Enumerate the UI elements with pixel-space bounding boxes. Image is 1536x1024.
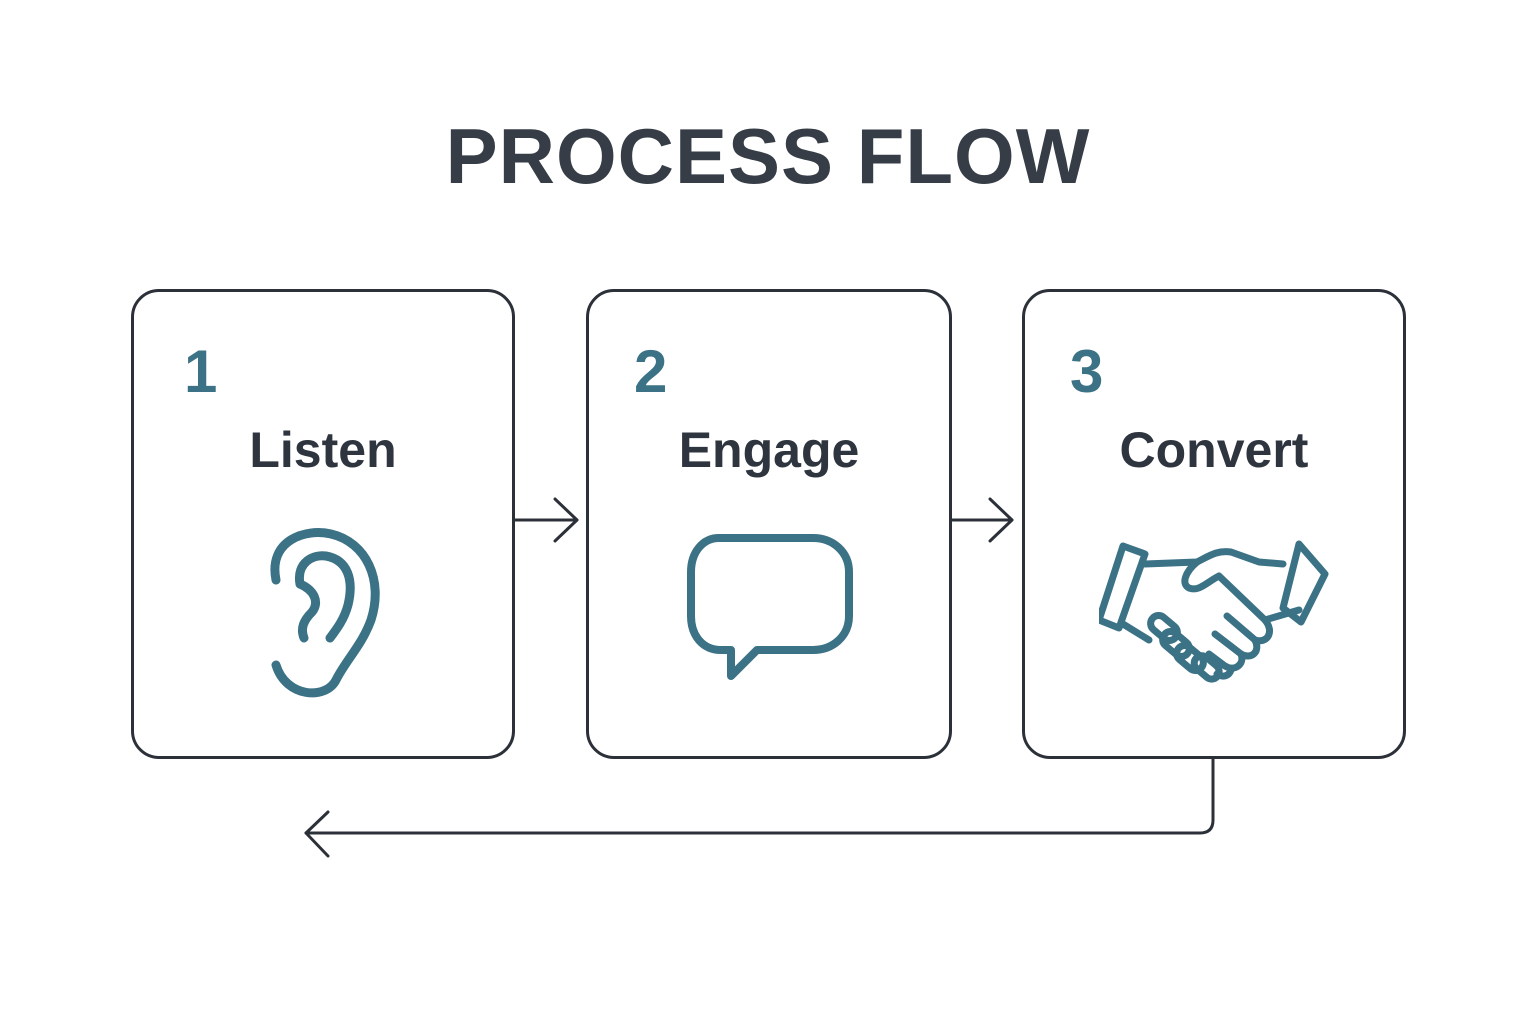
- step-label: Engage: [678, 422, 860, 478]
- speech-bubble-icon: [687, 534, 853, 680]
- arrow-step1-to-step2: [513, 497, 579, 543]
- step-card-listen: 1 Listen: [131, 289, 515, 759]
- handshake-icon: [1099, 540, 1329, 683]
- loop-back-arrow: [304, 757, 1215, 858]
- step-number: 1: [184, 338, 218, 405]
- arrow-step2-to-step3: [950, 497, 1014, 543]
- ear-icon: [270, 528, 380, 698]
- step-label: Listen: [249, 422, 397, 478]
- step-card-convert: 3 Convert: [1022, 289, 1406, 759]
- step-number: 2: [634, 338, 668, 405]
- step-card-engage: 2 Engage: [586, 289, 952, 759]
- step-label: Convert: [1119, 422, 1309, 478]
- step-number: 3: [1070, 338, 1104, 405]
- diagram-title: PROCESS FLOW: [445, 112, 1091, 200]
